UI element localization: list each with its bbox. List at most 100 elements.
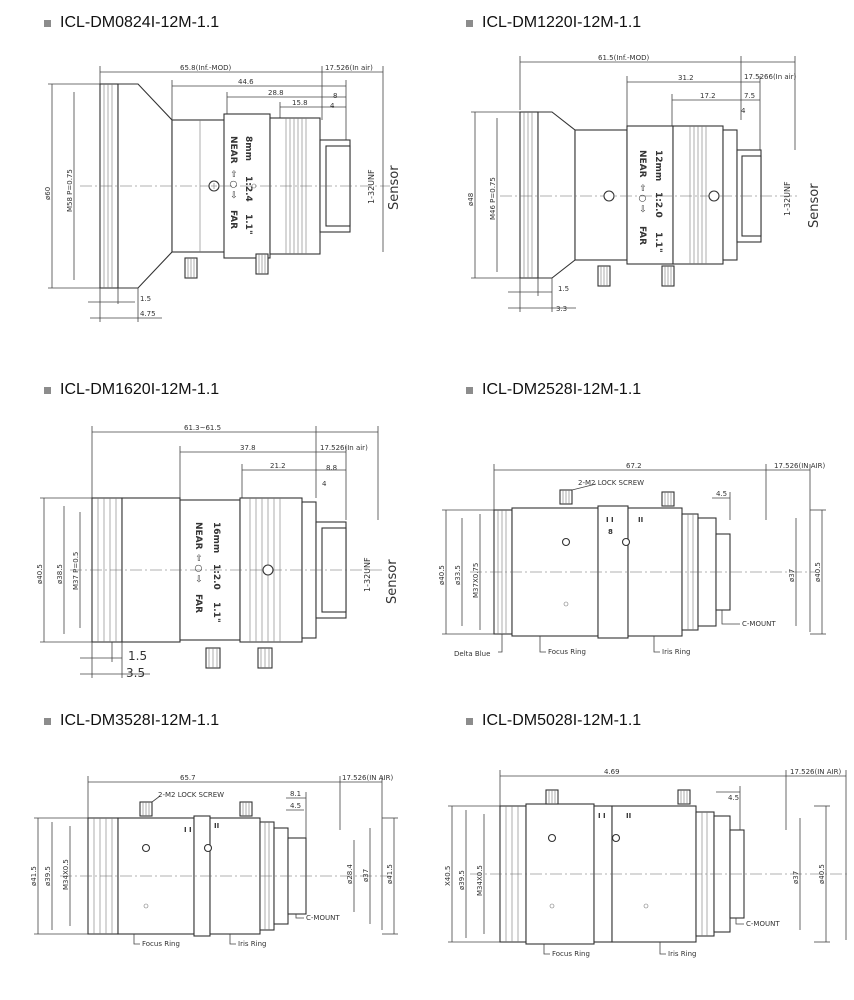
- barrel-format: 1.1": [211, 602, 221, 623]
- panel-title: ICL-DM2528I-12M-1.1: [466, 381, 641, 399]
- dim-dia-left1: ø40.5: [438, 565, 446, 585]
- barrel-focal: 16mm: [211, 522, 221, 553]
- callout-mount: C-MOUNT: [746, 920, 780, 928]
- dim-dia-right2: ø37: [362, 869, 370, 882]
- dim-dia-left1: ø41.5: [30, 866, 38, 886]
- dim-overall: 67.2: [626, 462, 642, 470]
- barrel-aperture: 1:2.4: [243, 176, 253, 202]
- panel-title: ICL-DM1220I-12M-1.1: [466, 14, 641, 32]
- arrow-left-icon: ⇦ ○ ⇨: [193, 554, 203, 583]
- mount-label: 1-32UNF: [783, 181, 792, 216]
- dim-dia2: M58 P=0.75: [66, 169, 74, 212]
- dim-d3: 8.8: [326, 464, 337, 472]
- callout-delta: Delta Blue: [454, 650, 490, 658]
- barrel-format: 1.1": [243, 214, 253, 235]
- dim-dia1: ø60: [44, 187, 52, 200]
- dim-dia-right2: ø40.5: [814, 562, 822, 582]
- dim-b2: 3.5: [126, 666, 145, 680]
- barrel-marks-icon: I I: [598, 812, 606, 820]
- panel-title: ICL-DM1620I-12M-1.1: [44, 381, 219, 399]
- barrel-marks-icon: 8: [608, 528, 613, 536]
- panel-title-text: ICL-DM1620I-12M-1.1: [60, 381, 220, 398]
- dim-dia-left1: X40.5: [444, 866, 452, 886]
- panel-title: ICL-DM5028I-12M-1.1: [466, 712, 641, 730]
- dim-dia2: M46 P=0.75: [489, 177, 497, 220]
- barrel-focal: 12mm: [653, 150, 663, 181]
- bullet-square-icon: [466, 386, 473, 394]
- panel-title-text: ICL-DM5028I-12M-1.1: [482, 712, 642, 729]
- barrel-far: FAR: [228, 210, 238, 229]
- bullet-square-icon: [44, 717, 51, 725]
- barrel-marks-icon: I I: [606, 516, 614, 524]
- arrow-left-icon: ⇦ ○ ⇨: [228, 170, 238, 199]
- dim-dia-right1: ø37: [792, 871, 800, 884]
- panel-title-text: ICL-DM1220I-12M-1.1: [482, 14, 642, 31]
- dim-flange: 17.526(IN AIR): [774, 462, 825, 470]
- callout-iris: Iris Ring: [238, 940, 266, 948]
- callout-focus: Focus Ring: [142, 940, 180, 948]
- panel-title: ICL-DM0824I-12M-1.1: [44, 14, 219, 32]
- dim-b1: 1.5: [558, 285, 569, 293]
- callout-focus: Focus Ring: [548, 648, 586, 656]
- callout-iris: Iris Ring: [662, 648, 690, 656]
- dim-overall: 4.69: [604, 768, 620, 776]
- dim-d3: 7.5: [744, 92, 755, 100]
- dim-b2: 3.3: [556, 305, 567, 313]
- dim-flange: 17.526(IN AIR): [342, 774, 393, 782]
- dim-d2: 17.2: [700, 92, 716, 100]
- callout-mount: C-MOUNT: [306, 914, 340, 922]
- dim-d1: 44.6: [238, 78, 254, 86]
- sensor-label: Sensor: [387, 165, 402, 210]
- dim-dia-right2: ø40.5: [818, 864, 826, 884]
- dim-flange: 17.5266(In air): [744, 73, 797, 81]
- barrel-marks-icon: II: [626, 812, 631, 820]
- dim-dia-left2: ø39.5: [44, 866, 52, 886]
- dim-b1: 1.5: [140, 295, 151, 303]
- dim-d4: 4: [741, 107, 746, 115]
- dim-dia1: ø40.5: [36, 564, 44, 584]
- barrel-near: NEAR: [193, 522, 203, 550]
- dim-d3: 15.8: [292, 99, 308, 107]
- panel-title: ICL-DM3528I-12M-1.1: [44, 712, 219, 730]
- bullet-square-icon: [44, 19, 51, 27]
- barrel-far: FAR: [193, 594, 203, 613]
- callout-iris: Iris Ring: [668, 950, 696, 958]
- callout-mount: C-MOUNT: [742, 620, 776, 628]
- barrel-far: FAR: [637, 226, 647, 245]
- callout-focus: Focus Ring: [552, 950, 590, 958]
- callout-screw: 2-M2 LOCK SCREW: [158, 791, 224, 799]
- dim-d1: 8.1: [290, 790, 301, 798]
- barrel-near: NEAR: [228, 136, 238, 164]
- dim-overall: 61.3~61.5: [184, 424, 221, 432]
- arrow-left-icon: ⇦ ○ ⇨: [637, 184, 647, 213]
- mount-label: 1-32UNF: [367, 169, 376, 204]
- barrel-marks-icon: II: [214, 822, 219, 830]
- dim-b1: 1.5: [128, 649, 147, 663]
- sensor-label: Sensor: [807, 183, 822, 228]
- dim-overall: 65.8(Inf.-MOD): [180, 64, 231, 72]
- bullet-square-icon: [466, 717, 473, 725]
- bullet-square-icon: [466, 19, 473, 27]
- dim-flange: 17.526(In air): [320, 444, 368, 452]
- panel-title-text: ICL-DM3528I-12M-1.1: [60, 712, 220, 729]
- dim-dia-left2: ø33.5: [454, 565, 462, 585]
- dim-overall: 65.7: [180, 774, 196, 782]
- dim-dia2: ø38.5: [56, 564, 64, 584]
- dim-b2: 4.75: [140, 310, 156, 318]
- dim-dia-right1: ø37: [788, 569, 796, 582]
- barrel-marks-icon: I I: [184, 826, 192, 834]
- dim-dia-left2: ø39.5: [458, 870, 466, 890]
- dim-d1: 4.5: [716, 490, 727, 498]
- panel-title-text: ICL-DM2528I-12M-1.1: [482, 381, 642, 398]
- dim-overall: 61.5(Inf.-MOD): [598, 54, 649, 62]
- dim-d1: 4.5: [728, 794, 739, 802]
- dim-dia-left3: M34X0.5: [476, 865, 484, 896]
- dim-dia-right1: ø28.4: [346, 864, 354, 884]
- dim-dia1: ø48: [467, 193, 475, 206]
